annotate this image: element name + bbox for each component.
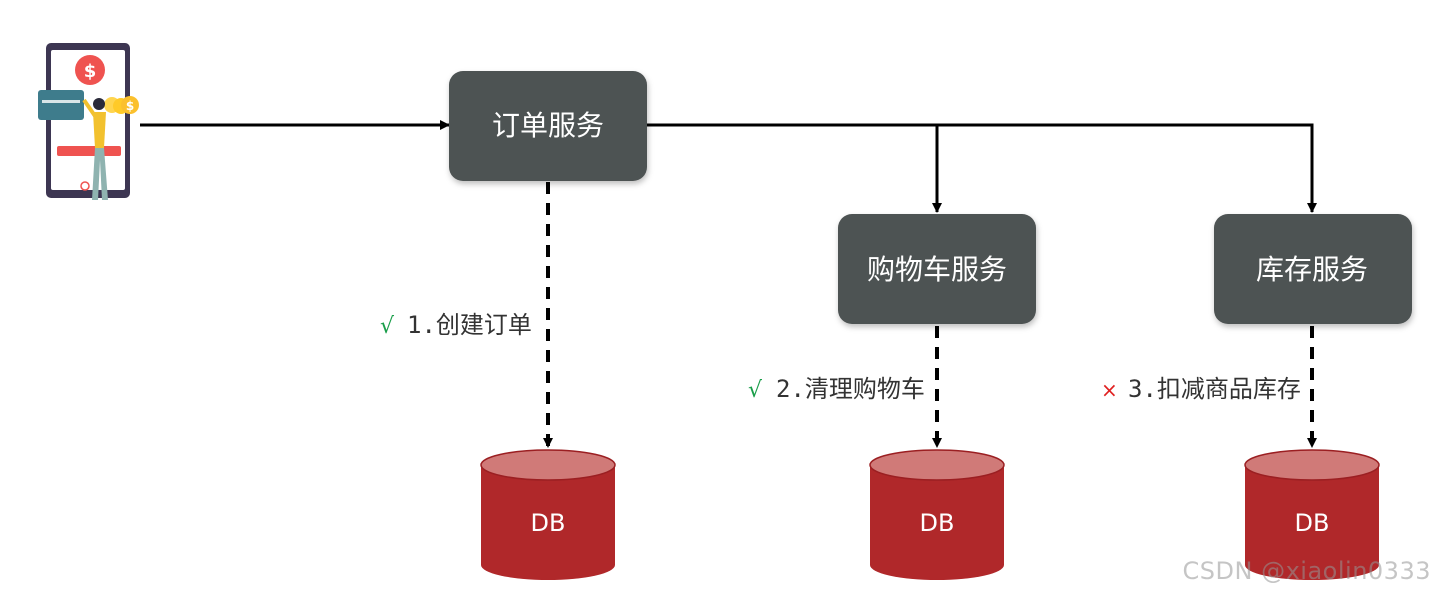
- cart-service-label: 购物车服务: [867, 253, 1007, 286]
- order-service-label: 订单服务: [492, 109, 604, 142]
- success-check-icon: √: [380, 314, 395, 339]
- order-database-icon: DB: [480, 449, 616, 580]
- step-create-order: √ 1.创建订单: [380, 311, 532, 339]
- watermark: CSDN @xiaolin0333: [1182, 557, 1431, 585]
- cart-database-label: DB: [920, 509, 955, 537]
- order-database-label: DB: [531, 509, 566, 537]
- connector-lines: [140, 120, 1317, 448]
- step-deduct-inventory-text: 3.扣减商品库存: [1128, 375, 1301, 403]
- inventory-service-label: 库存服务: [1256, 253, 1368, 286]
- cart-database-icon: DB: [869, 449, 1005, 580]
- inventory-service-node: 库存服务: [1214, 214, 1412, 324]
- step-create-order-text: 1.创建订单: [407, 311, 532, 339]
- svg-text:$: $: [126, 99, 134, 113]
- svg-text:$: $: [84, 61, 97, 82]
- order-service-node: 订单服务: [449, 71, 647, 181]
- inventory-database-icon: DB: [1244, 449, 1380, 580]
- step-clear-cart-text: 2.清理购物车: [776, 375, 925, 403]
- failure-cross-icon: ×: [1101, 378, 1118, 402]
- success-check-icon: √: [748, 378, 763, 403]
- step-deduct-inventory: × 3.扣减商品库存: [1101, 375, 1301, 403]
- mobile-payment-user-icon: $ $: [38, 43, 139, 200]
- inventory-database-label: DB: [1295, 509, 1330, 537]
- step-clear-cart: √ 2.清理购物车: [748, 375, 925, 403]
- cart-service-node: 购物车服务: [838, 214, 1036, 324]
